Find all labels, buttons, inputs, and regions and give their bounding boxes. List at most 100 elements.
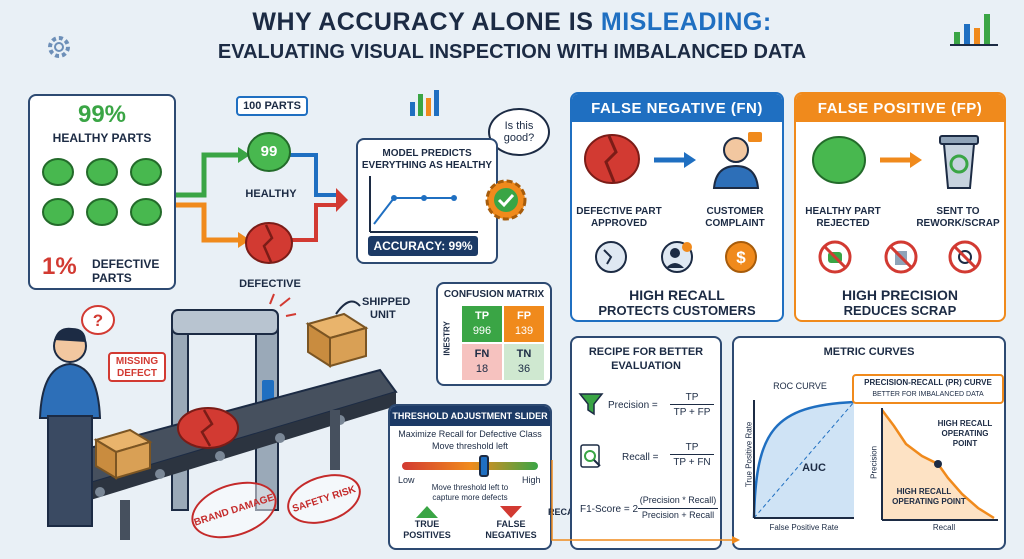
recipe-title-2: EVALUATION <box>611 360 681 372</box>
fp-label: FP <box>516 310 532 322</box>
recall-bar <box>670 454 714 455</box>
tp-label: TP <box>474 310 490 322</box>
tn-value: 36 <box>517 363 531 375</box>
brand-damage-text: BRAND DAMAGE <box>192 491 276 529</box>
fp-left-caption-2: REJECTED <box>816 218 870 229</box>
threshold-hint-1: Move threshold left to <box>431 483 509 492</box>
roc-y-label: True Positive Rate <box>744 421 754 488</box>
fp-header: FALSE POSITIVE (FP) <box>796 94 1004 122</box>
healthy-part-large-icon <box>812 136 866 184</box>
accuracy-badge: ACCURACY: 99% <box>368 236 478 256</box>
defective-label-2: PARTS <box>92 271 132 285</box>
precision-label: Precision = <box>608 400 658 411</box>
dollar-icon: $ <box>725 241 757 273</box>
fp-right-caption-1: SENT TO <box>936 206 980 217</box>
thumbs-down-icon <box>500 506 522 518</box>
defective-label-1: DEFECTIVE <box>92 257 160 271</box>
recycle-bin-icon <box>939 135 979 189</box>
no-recycle-icon <box>948 240 982 274</box>
fp-left-caption-1: HEALTHY PART <box>805 206 881 217</box>
metric-curves-panel: METRIC CURVES ROC CURVE AUC True Positiv… <box>732 336 1006 550</box>
title-line2: EVALUATING VISUAL INSPECTION WITH IMBALA… <box>217 41 807 63</box>
defective-pct: 1% <box>42 253 77 280</box>
healthy-count: 99 <box>260 143 278 160</box>
threshold-panel: THRESHOLD ADJUSTMENT SLIDER Maximize Rec… <box>388 404 552 550</box>
f1-den: Precision + Recall <box>641 510 715 520</box>
healthy-pct: 99% <box>77 101 127 128</box>
no-money-icon <box>818 240 852 274</box>
check-gear-icon <box>485 179 527 221</box>
pr-subtitle: BETTER FOR IMBALANCED DATA <box>872 391 984 398</box>
fp-value: 139 <box>514 325 534 337</box>
recipe-panel: RECIPE FOR BETTER EVALUATION Precision =… <box>570 336 722 550</box>
roc-x-label: False Positive Rate <box>769 523 839 532</box>
flow-arrows <box>176 147 348 248</box>
precision-den: TP + FP <box>673 407 711 418</box>
tp-value: 996 <box>472 325 492 337</box>
title-line1-a: WHY ACCURACY ALONE IS <box>252 8 601 36</box>
fp-footer-1: HIGH PRECISION <box>842 287 958 303</box>
slider-high: High <box>522 475 541 485</box>
model-text-2: EVERYTHING AS HEALTHY <box>361 160 493 171</box>
bar-chart-icon <box>950 14 998 46</box>
svg-text:?: ? <box>93 311 103 330</box>
defective-flow-label: DEFECTIVE <box>239 278 301 290</box>
threshold-line2: Move threshold left <box>431 441 509 451</box>
fn-right-caption-1: CUSTOMER <box>706 206 764 217</box>
fn-value: 18 <box>475 363 489 375</box>
recall-tag: RECALL <box>548 507 585 517</box>
threshold-header: THRESHOLD ADJUSTMENT SLIDER <box>390 406 550 426</box>
funnel-icon <box>578 393 604 416</box>
gear-icon <box>48 36 70 58</box>
svg-text:$: $ <box>736 248 746 267</box>
arrow-right-icon <box>654 152 696 168</box>
missing-text-1: MISSING <box>115 356 159 367</box>
healthy-label: HEALTHY PARTS <box>52 131 152 145</box>
shipped-text-1: SHIPPED <box>362 296 411 308</box>
false-positive-panel: FALSE POSITIVE (FP) HEALTHY PART REJECTE… <box>794 92 1006 322</box>
matrix-title: CONFUSION MATRIX <box>443 289 545 300</box>
pr-point-1-b: OPERATING <box>941 429 989 438</box>
pr-point-2-a: HIGH RECALL <box>896 487 952 496</box>
fn-footer-1: HIGH RECALL <box>629 287 725 303</box>
pr-point-1-c: POINT <box>952 439 978 448</box>
slider-thumb[interactable] <box>478 455 489 477</box>
false-negative-panel: FALSE NEGATIVE (FN) DEFECTIVE PART APPRO… <box>570 92 784 322</box>
question-bubble: Is this good? <box>488 108 550 156</box>
fn-header: FALSE NEGATIVE (FN) <box>572 94 782 122</box>
shipped-text-2: UNIT <box>370 309 396 321</box>
connector-lines <box>551 460 740 544</box>
recall-label: Recall = <box>622 452 659 463</box>
conveyor-scene: ? <box>38 293 398 540</box>
clipboard-icon <box>580 444 601 468</box>
flat-accuracy-chart <box>369 176 478 233</box>
slider-track[interactable] <box>402 462 538 470</box>
customer-icon <box>712 132 762 189</box>
recipe-title-1: RECIPE FOR BETTER <box>588 346 704 358</box>
fn-tag-1: FALSE <box>496 519 526 529</box>
auc-label: AUC <box>802 462 826 474</box>
broken-part-icon <box>584 134 640 184</box>
f1-label: F1-Score = 2 <box>580 504 639 515</box>
pr-title-box: PRECISION-RECALL (PR) CURVE BETTER FOR I… <box>852 374 1004 404</box>
pr-chart <box>881 408 998 521</box>
pr-y-label: Precision <box>869 445 879 479</box>
fp-right-caption-2: REWORK/SCRAP <box>916 218 1000 229</box>
threshold-hint-2: capture more defects <box>432 493 508 502</box>
dataset-panel: 99% HEALTHY PARTS 1% DEFECTIVE PARTS <box>28 94 176 290</box>
fn-cell: FN 18 <box>462 344 502 380</box>
fn-left-caption-1: DEFECTIVE PART <box>576 206 662 217</box>
missing-text-2: DEFECT <box>117 368 157 379</box>
page-title: WHY ACCURACY ALONE IS MISLEADING: EVALUA… <box>0 8 1024 64</box>
matrix-side-label: INESTRY <box>442 321 452 356</box>
f1-bar <box>638 508 718 509</box>
thumbs-up-icon <box>416 506 438 518</box>
missing-defect-tag: MISSING DEFECT <box>108 352 166 382</box>
title-line1-b: MISLEADING: <box>600 8 772 36</box>
pr-point-1-a: HIGH RECALL <box>937 419 993 428</box>
tn-label: TN <box>516 348 532 360</box>
slider-low: Low <box>398 475 415 485</box>
curves-title: METRIC CURVES <box>823 346 915 358</box>
tp-cell: TP 996 <box>462 306 502 342</box>
roc-chart <box>752 400 855 519</box>
